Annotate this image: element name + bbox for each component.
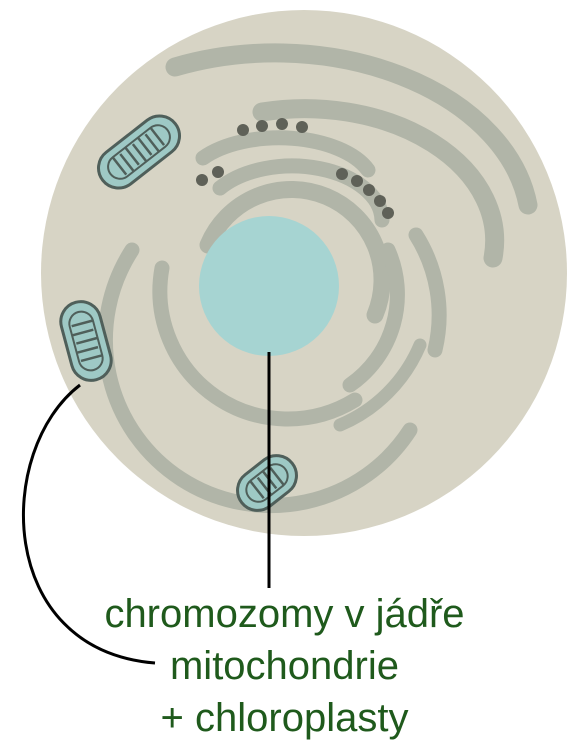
nucleus bbox=[199, 216, 339, 356]
label-chloroplasts: + chloroplasty bbox=[0, 695, 569, 741]
label-mitochondria: mitochondrie bbox=[0, 643, 569, 689]
label-chromosomes-in-nucleus: chromozomy v jádře bbox=[0, 591, 569, 637]
